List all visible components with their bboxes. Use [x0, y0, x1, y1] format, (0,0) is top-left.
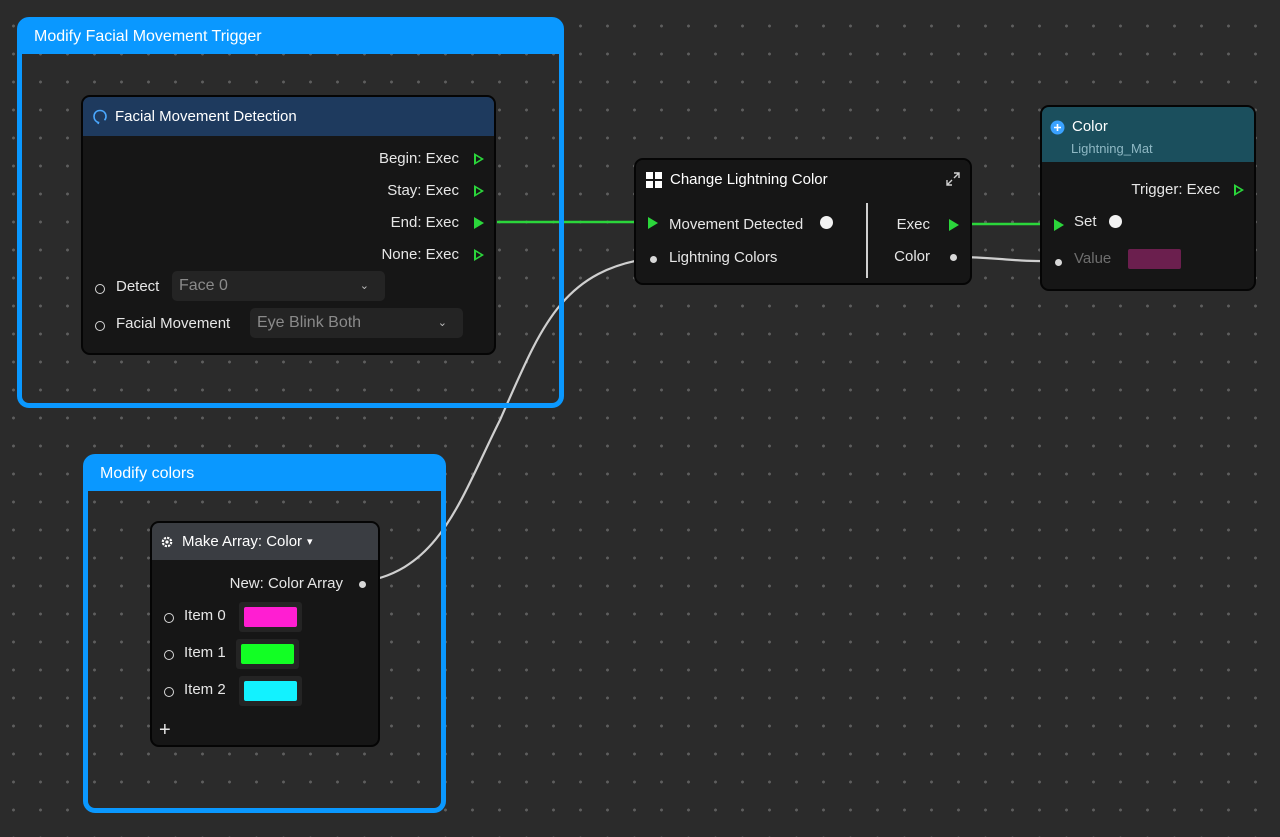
face-icon — [91, 108, 109, 126]
plus-circle-icon — [1050, 120, 1065, 135]
node-header[interactable]: Change Lightning Color — [636, 160, 970, 199]
item-label: Item 1 — [184, 644, 226, 661]
group-title[interactable]: Modify colors — [88, 459, 441, 491]
item-0-swatch — [244, 607, 297, 627]
expand-icon[interactable] — [946, 172, 960, 186]
bool-pin-set[interactable] — [1109, 215, 1122, 228]
group-modify-colors[interactable]: Modify colors — [83, 454, 446, 813]
input-label-facial-movement: Facial Movement — [116, 315, 231, 332]
chevron-down-icon: ⌄ — [437, 317, 447, 329]
node-color-lightning-mat[interactable]: Color Lightning_Mat Trigger: Exec Set Va… — [1040, 105, 1256, 291]
input-pin-facial-movement[interactable] — [95, 321, 105, 331]
item-label: Item 2 — [184, 681, 226, 698]
chevron-down-icon: ⌄ — [359, 280, 369, 292]
input-label-detect: Detect — [116, 278, 160, 295]
add-item-button[interactable]: + — [159, 719, 171, 741]
exec-pin-stay[interactable] — [474, 185, 484, 197]
facial-movement-dropdown[interactable]: Eye Blink Both ⌄ — [250, 308, 463, 338]
input-pin-item-0[interactable] — [164, 613, 174, 623]
exec-pin-set[interactable] — [1054, 219, 1064, 231]
output-label-none: None: Exec — [381, 246, 459, 263]
exec-pin-none[interactable] — [474, 249, 484, 261]
detect-dropdown[interactable]: Face 0 ⌄ — [172, 271, 385, 301]
exec-pin-movement-detected[interactable] — [648, 217, 658, 229]
gear-icon — [160, 535, 174, 549]
output-label-new-color-array: New: Color Array — [229, 575, 343, 592]
node-header[interactable]: Make Array: Color ▾ — [152, 523, 378, 560]
output-label-exec: Exec — [896, 216, 930, 233]
exec-pin-trigger[interactable] — [1234, 184, 1244, 196]
dropdown-value: Eye Blink Both — [257, 314, 362, 331]
item-label: Item 0 — [184, 607, 226, 624]
node-make-array-color[interactable]: Make Array: Color ▾ New: Color Array Ite… — [150, 521, 380, 747]
node-title: Facial Movement Detection — [115, 108, 297, 125]
output-pin-color-array[interactable] — [359, 581, 366, 588]
node-facial-movement-detection[interactable]: Facial Movement Detection Begin: Exec St… — [81, 95, 496, 355]
item-2-swatch — [244, 681, 297, 701]
value-color-swatch[interactable] — [1128, 249, 1181, 269]
node-title: Color — [1072, 118, 1108, 135]
input-pin-value[interactable] — [1055, 259, 1062, 266]
node-subtitle: Lightning_Mat — [1071, 141, 1153, 156]
node-header[interactable]: Facial Movement Detection — [83, 97, 494, 136]
input-pin-item-1[interactable] — [164, 650, 174, 660]
output-pin-color[interactable] — [950, 254, 957, 261]
grid-icon — [646, 171, 662, 188]
group-facial-trigger[interactable]: Modify Facial Movement Trigger — [17, 17, 564, 408]
output-label-begin: Begin: Exec — [378, 150, 459, 167]
output-label-end: End: Exec — [390, 214, 459, 231]
dropdown-value: Face 0 — [179, 277, 228, 294]
exec-pin-end[interactable] — [474, 217, 484, 229]
output-label-stay: Stay: Exec — [387, 182, 459, 199]
input-pin-lightning-colors[interactable] — [650, 256, 657, 263]
output-label-trigger: Trigger: Exec — [1131, 181, 1220, 198]
item-0-color-field[interactable] — [239, 602, 302, 632]
bool-pin-movement-detected[interactable] — [820, 216, 833, 229]
input-label-lightning-colors: Lightning Colors — [669, 249, 778, 266]
item-1-swatch — [241, 644, 294, 664]
item-2-color-field[interactable] — [239, 676, 302, 706]
input-label-movement-detected: Movement Detected — [669, 216, 804, 233]
input-label-value: Value — [1074, 250, 1112, 267]
exec-pin-out[interactable] — [949, 219, 959, 231]
exec-pin-begin[interactable] — [474, 153, 484, 165]
node-header[interactable]: Color Lightning_Mat — [1042, 107, 1254, 162]
node-title: Change Lightning Color — [670, 171, 828, 188]
node-divider — [866, 203, 868, 278]
node-change-lightning-color[interactable]: Change Lightning Color Movement Detected… — [634, 158, 972, 285]
input-pin-detect[interactable] — [95, 284, 105, 294]
caret-down-icon[interactable]: ▾ — [307, 536, 313, 548]
group-title[interactable]: Modify Facial Movement Trigger — [22, 22, 559, 54]
input-label-set: Set — [1074, 213, 1097, 230]
item-1-color-field[interactable] — [236, 639, 299, 669]
node-title: Make Array: Color — [182, 533, 303, 550]
input-pin-item-2[interactable] — [164, 687, 174, 697]
output-label-color: Color — [894, 248, 930, 265]
